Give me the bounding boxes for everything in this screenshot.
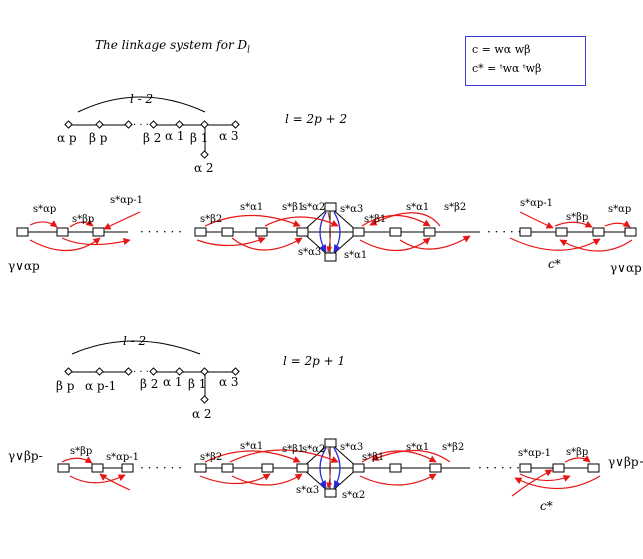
dynkin-label: α 2	[192, 407, 212, 421]
dynkin-label: α 1	[163, 375, 183, 389]
reflection-label: s*β2	[200, 452, 222, 463]
cstar-label: c*	[548, 257, 561, 271]
reflection-label: s*α1	[240, 441, 263, 452]
reflection-label: s*α1	[406, 202, 429, 213]
diagram-title: The linkage system for Dl	[95, 38, 251, 56]
gamma-left: γ∨αp	[8, 259, 40, 273]
dynkin-label: β 1	[190, 131, 208, 145]
case1-label: l = 2p + 2	[285, 112, 348, 126]
reflection-label: s*αp-1	[106, 452, 139, 463]
formula-cstar: c* = ᵗwα ᵗwβ	[472, 62, 542, 75]
svg-text:· · · · · ·: · · · · · ·	[487, 225, 529, 239]
dynkin-label: β 2	[143, 131, 161, 145]
reflection-label: s*α2	[302, 444, 325, 455]
dynkin-diagram-case1: l - 2 · · · α p β p β 2 α 1 β 1 α 3 α 2	[57, 92, 240, 175]
dynkin-nodes-case1	[64, 120, 240, 159]
reflection-label: s*βp	[72, 214, 94, 225]
reflection-label: s*α3	[298, 247, 321, 258]
reflection-label: s*α1	[406, 442, 429, 453]
svg-text:· · · · · ·: · · · · · ·	[478, 461, 520, 475]
reflection-label: s*βp	[566, 447, 588, 458]
reflection-label: s*α3	[296, 485, 319, 496]
span-arc	[77, 96, 206, 113]
reflection-label: s*αp-1	[518, 448, 551, 459]
reflection-label: s*αp-1	[110, 195, 143, 206]
reflection-label: s*β1	[364, 214, 386, 225]
svg-text:· · · · · ·: · · · · · ·	[140, 461, 182, 475]
reflection-label: s*β1	[282, 444, 304, 455]
reflection-label: s*αp	[33, 204, 56, 215]
reflection-label: s*β2	[442, 442, 464, 453]
reflection-label: s*α2	[302, 202, 325, 213]
svg-text:· · · · · ·: · · · · · ·	[140, 225, 182, 239]
reflection-label: s*α1	[344, 250, 367, 261]
linkage-row-case2: · · · · · · · · · · · ·	[8, 438, 643, 513]
dynkin-label: α 3	[219, 129, 239, 143]
dynkin-nodes-case2	[64, 367, 240, 404]
reflection-label: s*α2	[342, 490, 365, 501]
gamma-left: γ∨βp-	[8, 449, 43, 463]
dynkin-label: α 3	[219, 375, 239, 389]
span-label: l - 2	[123, 334, 146, 348]
dynkin-label: β 1	[188, 377, 206, 391]
dynkin-label: β p	[89, 131, 108, 145]
case2-label: l = 2p + 1	[283, 354, 346, 368]
reflection-label: s*β1	[282, 202, 304, 213]
reflection-label: s*β2	[444, 202, 466, 213]
svg-text:· · ·: · · ·	[133, 367, 149, 378]
linkage-nodes-case2	[57, 438, 600, 498]
linkage-nodes-case1	[16, 202, 637, 262]
reflection-label: s*β1	[362, 452, 384, 463]
dynkin-label: β p	[56, 379, 75, 393]
reflection-label: s*βp	[566, 212, 588, 223]
dynkin-label: α 1	[165, 129, 185, 143]
reflection-label: s*α3	[340, 442, 363, 453]
span-label: l - 2	[130, 92, 153, 106]
reflection-label: s*βp	[70, 446, 92, 457]
dynkin-label: β 2	[140, 377, 158, 391]
gamma-right: γ∨αp+	[610, 261, 643, 275]
linkage-row-case1: · · · · · · · · · · · ·	[8, 195, 643, 275]
reflection-label: s*α1	[240, 202, 263, 213]
dynkin-diagram-case2: l - 2 · · · β p α p-1 β 2 α 1 β 1 α 3 α …	[56, 334, 240, 421]
svg-text:· · ·: · · ·	[133, 120, 149, 131]
reflection-label: s*αp	[608, 204, 631, 215]
cstar-label: c*	[540, 499, 553, 513]
gamma-right: γ∨βp+	[608, 455, 643, 469]
dynkin-label: α p	[57, 131, 77, 145]
formula-c: c = wα wβ	[472, 43, 531, 56]
reflection-label: s*αp-1	[520, 198, 553, 209]
formula-box: c = wα wβ c* = ᵗwα ᵗwβ	[465, 36, 586, 86]
reflection-label: s*α3	[340, 204, 363, 215]
span-arc	[71, 340, 201, 355]
dynkin-label: α 2	[194, 161, 214, 175]
dynkin-label: α p-1	[85, 379, 116, 393]
reflection-label: s*β2	[200, 214, 222, 225]
